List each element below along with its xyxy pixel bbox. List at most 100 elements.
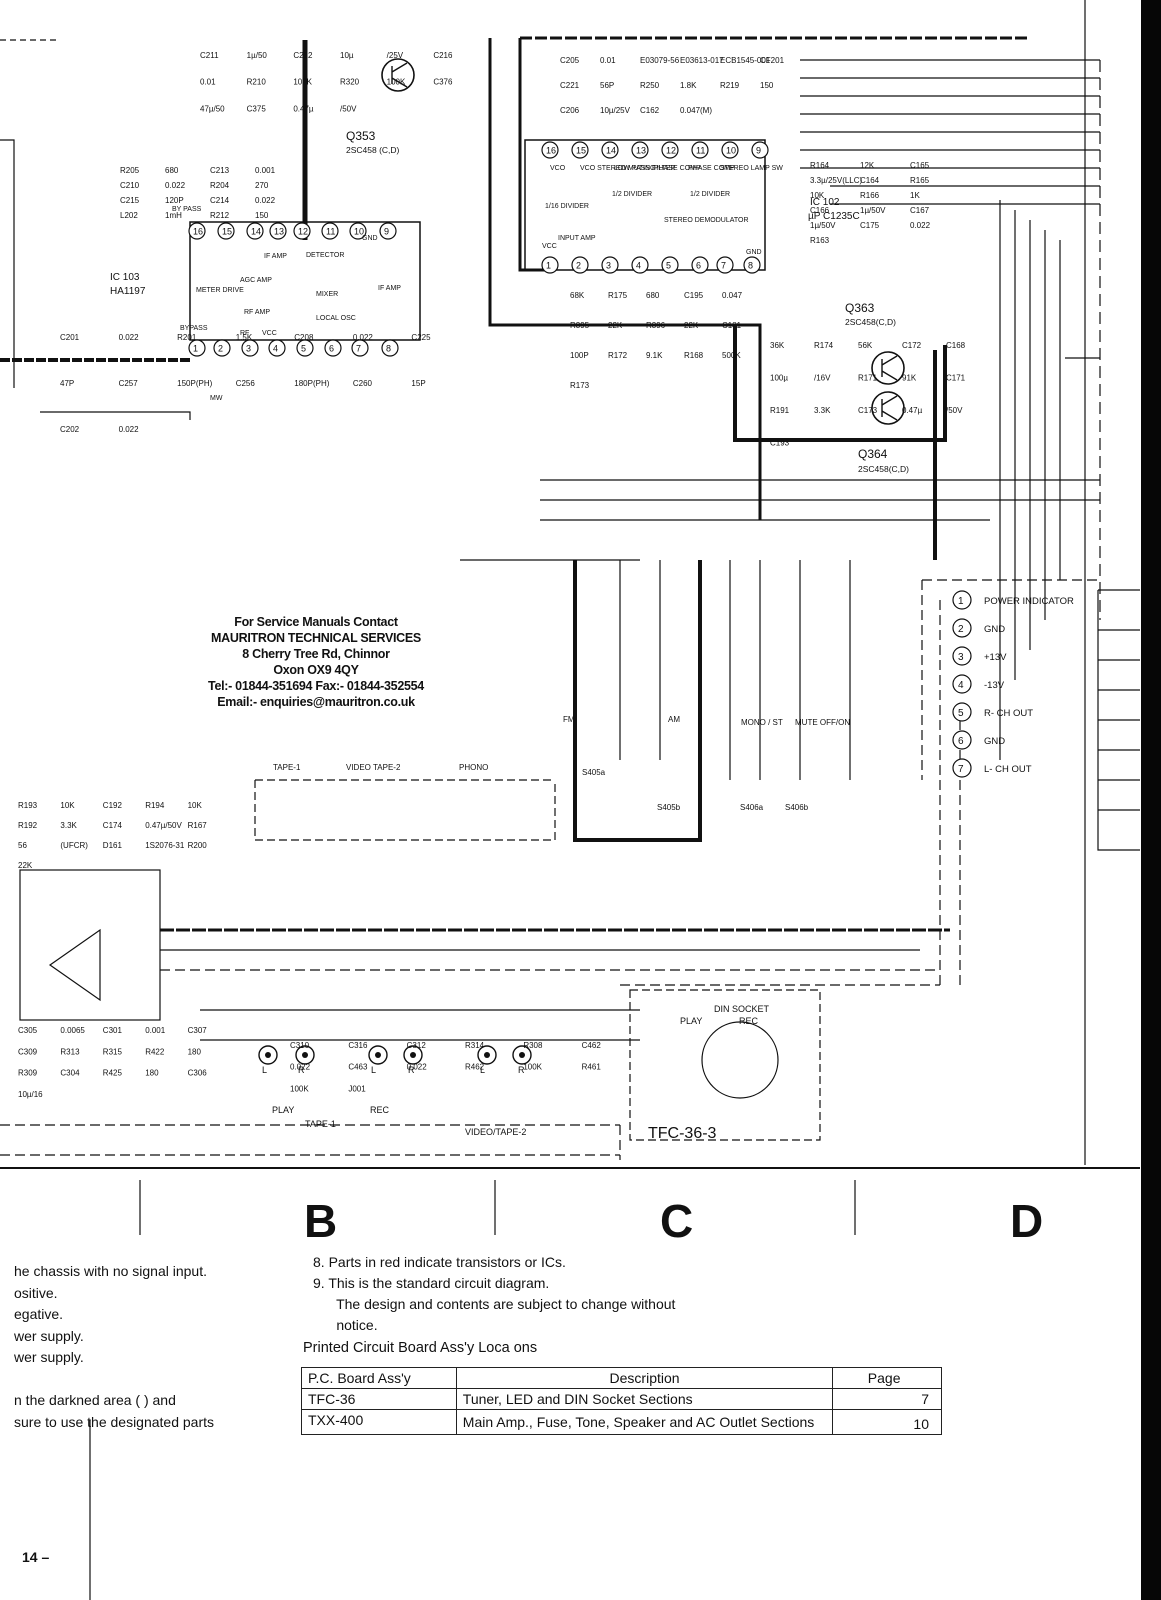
connector-pin-number: 6 xyxy=(958,736,964,747)
component-label: R462 xyxy=(465,1063,485,1072)
component-label: /25V xyxy=(387,51,404,60)
jack-label: R xyxy=(408,1065,415,1075)
component-label: C301 xyxy=(103,1026,123,1035)
page-cell: 7 xyxy=(832,1388,942,1410)
switch-label: MUTE OFF/ON xyxy=(795,718,850,727)
jack-label: L xyxy=(262,1065,267,1075)
connector-pin-label: L- CH OUT xyxy=(984,764,1032,775)
rca-jack xyxy=(368,1045,388,1065)
rca-jack xyxy=(295,1045,315,1065)
component-label: 0.022 xyxy=(119,425,140,434)
ic-block-label: STEREO DEMODULATOR xyxy=(664,217,749,224)
note-line: he chassis with no signal input. xyxy=(14,1263,207,1279)
ic-pin-number: 5 xyxy=(301,344,306,354)
ic-pin-number: 7 xyxy=(721,261,726,271)
ic-pin xyxy=(269,222,287,240)
transistor-label: 2SC458(C,D) xyxy=(858,464,909,474)
ic-pin-number: 6 xyxy=(696,261,701,271)
transistor-leads xyxy=(881,355,898,381)
component-label: C215 xyxy=(120,196,140,205)
ic-block-label: VCO xyxy=(550,165,566,172)
component-label: C214 xyxy=(210,196,230,205)
rca-jack-center xyxy=(265,1052,271,1058)
connector-pin xyxy=(952,618,972,638)
ic-pin xyxy=(631,256,649,274)
component-label: 150 xyxy=(760,81,774,90)
component-label: 0.47µ xyxy=(293,104,314,113)
component-label: 1µ/50V xyxy=(860,206,886,215)
component-label: 10K xyxy=(60,801,75,810)
component-label: R210 xyxy=(247,78,267,87)
ic-pin xyxy=(601,256,619,274)
component-label: R172 xyxy=(608,351,628,360)
component-label: R308 xyxy=(523,1041,543,1050)
switch-label: PHONO xyxy=(459,763,488,772)
component-label: 10K xyxy=(810,191,825,200)
component-label: L202 xyxy=(120,211,138,220)
rca-jack xyxy=(477,1045,497,1065)
ic-pin xyxy=(379,222,397,240)
connector-pin-number: 5 xyxy=(958,708,964,719)
component-label: 10µ/25V xyxy=(600,106,631,115)
ic-pin-number: 15 xyxy=(222,227,232,237)
ic-block-label: VCO STEREO MUTING xyxy=(580,165,655,172)
component-label: C164 xyxy=(860,176,880,185)
ic-pin xyxy=(716,256,734,274)
component-label: C463 xyxy=(348,1063,368,1072)
component-label: 36K xyxy=(770,341,785,350)
transistor-label: Q364 xyxy=(858,447,888,461)
note-9: 9. This is the standard circuit diagram. xyxy=(313,1275,550,1291)
component-label: 15P xyxy=(411,379,425,388)
jack-label: TAPE-1 xyxy=(305,1119,336,1129)
component-label: C168 xyxy=(946,341,966,350)
ic-pin-number: 1 xyxy=(546,261,551,271)
component-label: 22K xyxy=(608,321,623,330)
component-label: C225 xyxy=(411,333,431,342)
ic-block-label: STEREO LAMP SW xyxy=(720,165,783,172)
component-label: 100P xyxy=(570,351,589,360)
ic-pin xyxy=(241,339,259,357)
scan-edge-shadow xyxy=(1141,0,1161,1600)
contact-line: Tel:- 01844-351694 Fax:- 01844-352554 xyxy=(208,679,424,693)
component-label: 270 xyxy=(255,181,269,190)
component-label: R174 xyxy=(814,341,834,350)
transistor-symbols xyxy=(381,58,905,425)
switch-label: VIDEO TAPE-2 xyxy=(346,763,401,772)
component-label: C201 xyxy=(60,333,80,342)
note-8: 8. Parts in red indicate transistors or … xyxy=(313,1254,566,1270)
component-label: R205 xyxy=(120,166,140,175)
header-board: P.C. Board Ass'y xyxy=(301,1367,457,1389)
component-label: R461 xyxy=(582,1063,602,1072)
component-label: 100K xyxy=(523,1063,542,1072)
ic-block-label: IF AMP xyxy=(378,285,401,292)
component-label: C166 xyxy=(810,206,830,215)
component-label: R396 xyxy=(646,321,666,330)
ic-pin-number: 10 xyxy=(354,227,364,237)
connector-pin-label: GND xyxy=(984,624,1005,635)
jack-label: VIDEO/TAPE-2 xyxy=(465,1127,526,1137)
pcb-location-table: P.C. Board Ass'y Description Page TFC-36… xyxy=(301,1367,942,1435)
connector-pin-label: POWER INDICATOR xyxy=(984,596,1074,607)
component-label: 1.5K xyxy=(236,333,253,342)
note-line: egative. xyxy=(14,1306,64,1322)
component-label: R166 xyxy=(860,191,880,200)
component-label: 9.1K xyxy=(646,351,663,360)
connector-pin-label: GND xyxy=(984,736,1005,747)
component-label: 100K xyxy=(290,1084,309,1093)
component-label: J001 xyxy=(348,1084,366,1093)
jack-label: PLAY xyxy=(272,1105,294,1115)
switch-label: MONO / ST xyxy=(741,718,783,727)
contact-line: 8 Cherry Tree Rd, Chinnor xyxy=(242,647,390,661)
component-label: 680 xyxy=(646,291,660,300)
ic-pin-number: 14 xyxy=(606,146,616,156)
notes-right-column: 8. Parts in red indicate transistors or … xyxy=(313,1252,675,1336)
component-label: 10K xyxy=(188,801,203,810)
component-label: R201 xyxy=(177,333,197,342)
rca-jack-center xyxy=(302,1052,308,1058)
component-label: 1mH xyxy=(165,211,182,220)
component-label: 180 xyxy=(188,1047,202,1056)
jack-label: L xyxy=(371,1065,376,1075)
ic-pin xyxy=(324,339,342,357)
